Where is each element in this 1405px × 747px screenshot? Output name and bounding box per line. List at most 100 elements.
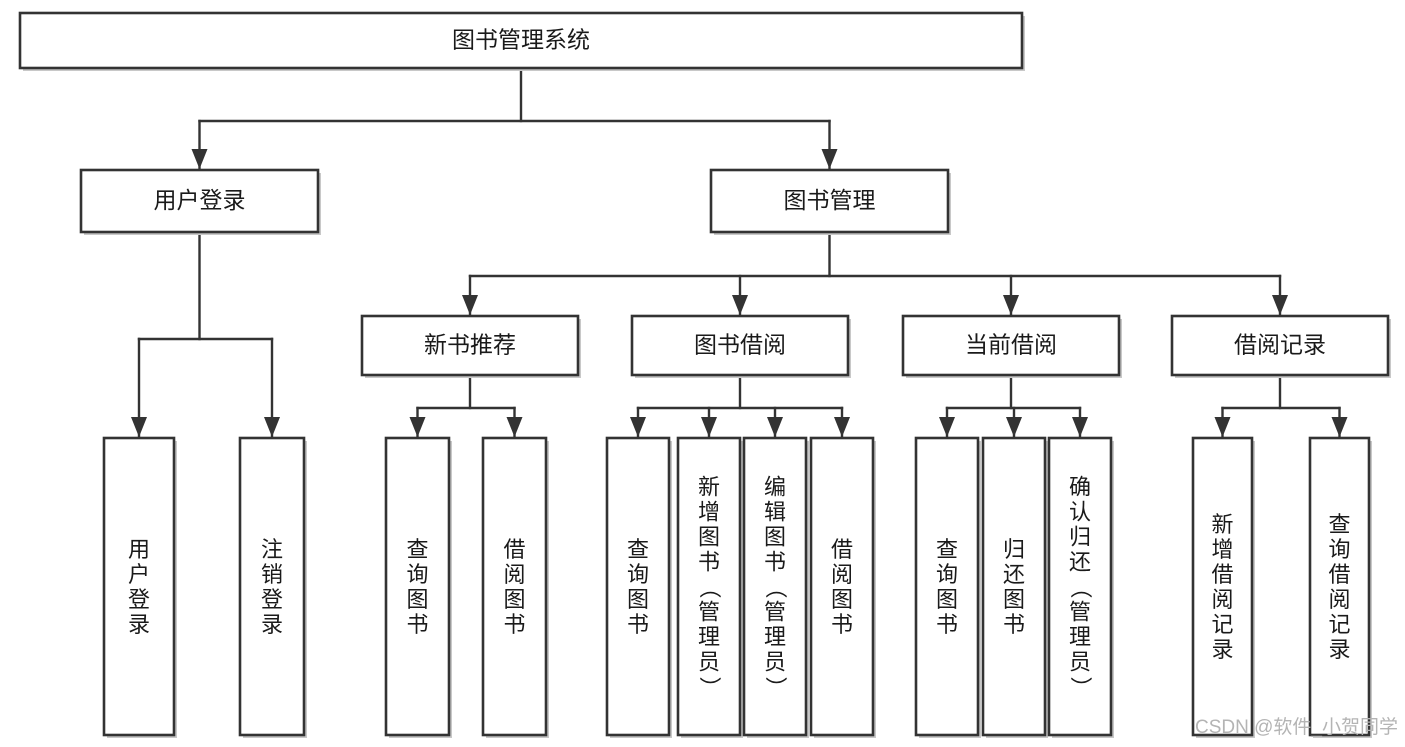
- node-label-char: 书: [1003, 612, 1025, 637]
- node-label: 新书推荐: [424, 332, 516, 358]
- node-current-borrow[interactable]: 当前借阅: [901, 314, 1122, 378]
- node-label-char: 图: [936, 587, 958, 612]
- connector-arrowhead: [1331, 417, 1348, 437]
- node-new-book-recommend[interactable]: 新书推荐: [360, 314, 581, 378]
- node-rect[interactable]: [360, 314, 580, 377]
- node-label-char: 增: [1211, 537, 1233, 562]
- node-rect[interactable]: [981, 436, 1047, 737]
- connector-group-new-book-recommend: [409, 373, 523, 438]
- node-label: 用户登录: [154, 187, 246, 213]
- node-label-char: 新: [1211, 512, 1233, 537]
- node-rect[interactable]: [102, 436, 176, 737]
- node-book-management[interactable]: 图书管理: [709, 168, 951, 235]
- node-label-char: 归: [1069, 525, 1091, 550]
- node-label-char: 记: [1211, 612, 1233, 637]
- node-label-char: 图: [831, 587, 853, 612]
- node-label-char: 查: [627, 537, 649, 562]
- node-label: 借阅记录: [1234, 332, 1326, 358]
- connector-arrowhead: [1006, 417, 1022, 437]
- node-rect[interactable]: [742, 436, 808, 737]
- connector-arrowhead: [767, 417, 783, 437]
- node-rect[interactable]: [1191, 436, 1254, 737]
- node-borrow-record[interactable]: 借阅记录: [1170, 314, 1391, 378]
- node-rect[interactable]: [1047, 436, 1113, 737]
- node-rect[interactable]: [901, 314, 1121, 377]
- connector-arrowhead: [630, 417, 646, 437]
- node-book-borrow[interactable]: 图书借阅: [630, 314, 851, 378]
- connector-arrowhead: [834, 417, 850, 437]
- node-label-char: （: [763, 576, 788, 598]
- node-label-char: 销: [261, 562, 283, 587]
- node-rect[interactable]: [914, 436, 980, 737]
- node-label-char: 录: [261, 612, 283, 637]
- node-label-char: 借: [1328, 562, 1350, 587]
- node-label-char: 书: [936, 612, 958, 637]
- node-rect[interactable]: [605, 436, 671, 737]
- connector-arrowhead: [409, 417, 426, 437]
- connector-arrowhead: [191, 149, 208, 169]
- node-rect[interactable]: [238, 436, 306, 737]
- node-rect[interactable]: [79, 168, 320, 234]
- node-label: 图书管理: [784, 187, 876, 213]
- node-label-char: 理: [764, 625, 786, 650]
- node-rect[interactable]: [18, 11, 1024, 70]
- node-label-char: 增: [698, 500, 720, 525]
- node-label-char: 图: [406, 587, 428, 612]
- node-leaf-user-login[interactable]: 用户登录: [102, 436, 177, 738]
- node-rect[interactable]: [676, 436, 742, 737]
- node-label-char: 确: [1069, 475, 1091, 500]
- node-label-char: ）: [697, 676, 722, 698]
- node-rect[interactable]: [630, 314, 850, 377]
- node-rect[interactable]: [809, 436, 875, 737]
- node-label-char: 录: [1211, 637, 1233, 662]
- node-rect[interactable]: [709, 168, 950, 234]
- node-label: 图书借阅: [694, 332, 786, 358]
- connector-arrowhead: [939, 417, 955, 437]
- node-rect[interactable]: [384, 436, 451, 737]
- node-label-char: 阅: [1328, 587, 1350, 612]
- node-rect[interactable]: [481, 436, 548, 737]
- node-rect[interactable]: [1170, 314, 1390, 377]
- node-rect[interactable]: [1308, 436, 1371, 737]
- node-label-char: 书: [764, 550, 786, 575]
- node-label-char: 书: [698, 550, 720, 575]
- node-label-char: ）: [763, 676, 788, 698]
- node-label-char: 员: [698, 650, 720, 675]
- node-root[interactable]: 图书管理系统: [18, 11, 1025, 71]
- node-label-char: 借: [831, 537, 853, 562]
- node-label: 图书管理系统: [452, 27, 590, 53]
- node-label-char: 注: [261, 537, 283, 562]
- connector-arrowhead: [264, 417, 280, 437]
- csdn-watermark: CSDN @软件_小贺同学: [1195, 716, 1398, 738]
- connector-group-book-borrow: [630, 373, 850, 438]
- connector-group-book-management: [462, 230, 1288, 316]
- connector-arrowhead: [1072, 417, 1088, 437]
- node-user-login[interactable]: 用户登录: [79, 168, 321, 235]
- node-label-char: 询: [1328, 537, 1350, 562]
- connector-arrowhead: [1214, 417, 1231, 437]
- connector-arrowhead: [131, 417, 147, 437]
- node-label-char: 阅: [831, 562, 853, 587]
- node-label-char: 图: [627, 587, 649, 612]
- node-label-char: 归: [1003, 537, 1025, 562]
- node-label-char: 书: [831, 612, 853, 637]
- node-label-char: 图: [698, 525, 720, 550]
- node-label-char: 阅: [1211, 587, 1233, 612]
- node-label-char: 编: [764, 475, 786, 500]
- node-label-char: 理: [1069, 625, 1091, 650]
- node-label-char: 图: [1003, 587, 1025, 612]
